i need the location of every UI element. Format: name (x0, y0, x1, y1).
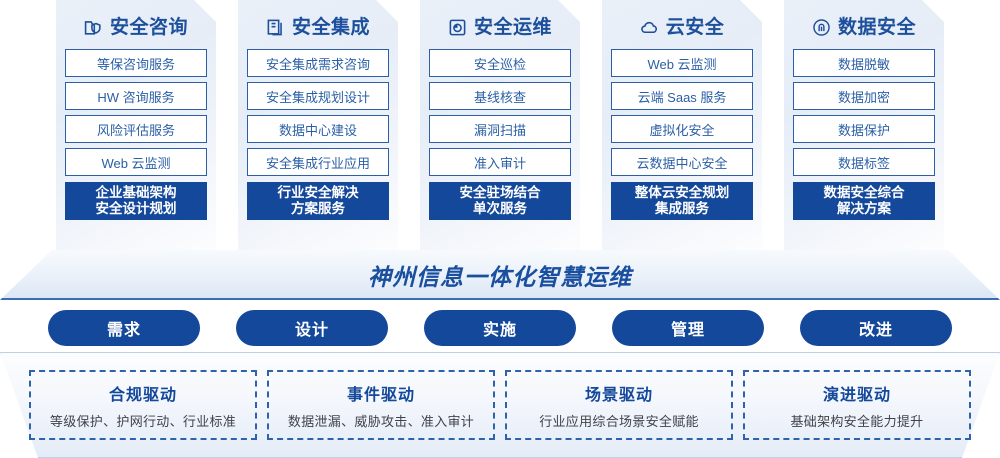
driver-description: 数据泄漏、威胁攻击、准入审计 (287, 413, 475, 429)
solution-line-2: 方案服务 (291, 201, 345, 216)
service-item[interactable]: 云端 Saas 服务 (611, 82, 753, 110)
column-security-integration: 安全集成 安全集成需求咨询 安全集成规划设计 数据中心建设 安全集成行业应用 行… (238, 0, 398, 252)
solution-line-2: 安全设计规划 (95, 201, 177, 216)
solution-line-1: 企业基础架构 (95, 185, 177, 200)
column-title: 安全运维 (473, 16, 552, 38)
column-cloud-security: 云安全 Web 云监测 云端 Saas 服务 虚拟化安全 云数据中心安全 整体云… (602, 0, 762, 252)
service-item[interactable]: 漏洞扫描 (429, 115, 571, 143)
driver-description: 行业应用综合场景安全赋能 (539, 413, 699, 429)
lifecycle-stages: 需求 设计 实施 管理 改进 (0, 310, 1000, 348)
service-item[interactable]: 准入审计 (429, 148, 571, 176)
solution-highlight[interactable]: 数据安全综合 解决方案 (793, 182, 935, 220)
stage-pill-management[interactable]: 管理 (612, 310, 764, 346)
documents-stack-icon (266, 18, 285, 37)
banner-title: 神州信息一体化智慧运维 (368, 264, 632, 290)
driver-title: 场景驱动 (584, 386, 653, 404)
column-header: 安全运维 (448, 10, 552, 44)
solution-highlight[interactable]: 安全驻场结合 单次服务 (429, 182, 571, 220)
service-item[interactable]: 虚拟化安全 (611, 115, 753, 143)
solution-line-2: 集成服务 (655, 201, 709, 216)
solution-line-2: 单次服务 (473, 201, 527, 216)
service-item[interactable]: Web 云监测 (611, 49, 753, 77)
service-item[interactable]: 数据标签 (793, 148, 935, 176)
column-title: 云安全 (665, 16, 725, 38)
drivers-section: 合规驱动 等级保护、护网行动、行业标准 事件驱动 数据泄漏、威胁攻击、准入审计 … (0, 352, 1000, 458)
service-item[interactable]: 数据中心建设 (247, 115, 389, 143)
service-item[interactable]: 等保咨询服务 (65, 49, 207, 77)
driver-incident[interactable]: 事件驱动 数据泄漏、威胁攻击、准入审计 (267, 370, 495, 440)
service-item[interactable]: 基线核查 (429, 82, 571, 110)
solution-line-1: 行业安全解决 (277, 185, 359, 200)
service-item[interactable]: 安全集成行业应用 (247, 148, 389, 176)
fingerprint-icon (812, 18, 831, 37)
column-title: 安全集成 (291, 16, 370, 38)
column-header: 安全咨询 (84, 10, 188, 44)
driver-evolution[interactable]: 演进驱动 基础架构安全能力提升 (743, 370, 971, 440)
monitor-chart-icon (448, 18, 467, 37)
column-security-operations: 安全运维 安全巡检 基线核查 漏洞扫描 准入审计 安全驻场结合 单次服务 (420, 0, 580, 252)
solution-line-1: 安全驻场结合 (459, 185, 541, 200)
driver-title: 事件驱动 (346, 386, 415, 404)
stage-pill-implementation[interactable]: 实施 (424, 310, 576, 346)
driver-title: 合规驱动 (108, 386, 177, 404)
service-item[interactable]: 安全集成规划设计 (247, 82, 389, 110)
stage-pill-requirements[interactable]: 需求 (48, 310, 200, 346)
column-security-consulting: 安全咨询 等保咨询服务 HW 咨询服务 风险评估服务 Web 云监测 企业基础架… (56, 0, 216, 252)
service-item[interactable]: 安全巡检 (429, 49, 571, 77)
platform-banner: 神州信息一体化智慧运维 (0, 250, 1000, 300)
cloud-icon (640, 18, 659, 37)
solution-line-1: 整体云安全规划 (634, 185, 730, 200)
column-title: 安全咨询 (109, 16, 188, 38)
driver-title: 演进驱动 (822, 386, 891, 404)
column-data-security: 数据安全 数据脱敏 数据加密 数据保护 数据标签 数据安全综合 解决方案 (784, 0, 944, 252)
service-item[interactable]: 安全集成需求咨询 (247, 49, 389, 77)
solution-line-1: 数据安全综合 (823, 185, 905, 200)
solution-highlight[interactable]: 企业基础架构 安全设计规划 (65, 182, 207, 220)
solution-highlight[interactable]: 行业安全解决 方案服务 (247, 182, 389, 220)
service-item[interactable]: 数据保护 (793, 115, 935, 143)
banner-shape (0, 250, 1000, 300)
service-item[interactable]: 数据加密 (793, 82, 935, 110)
column-header: 安全集成 (266, 10, 370, 44)
solution-highlight[interactable]: 整体云安全规划 集成服务 (611, 182, 753, 220)
driver-description: 等级保护、护网行动、行业标准 (49, 413, 237, 429)
service-item[interactable]: Web 云监测 (65, 148, 207, 176)
service-item[interactable]: HW 咨询服务 (65, 82, 207, 110)
folder-shield-icon (84, 18, 103, 37)
column-header: 云安全 (640, 10, 725, 44)
service-item[interactable]: 云数据中心安全 (611, 148, 753, 176)
stage-pill-improvement[interactable]: 改进 (800, 310, 952, 346)
drivers-list: 合规驱动 等级保护、护网行动、行业标准 事件驱动 数据泄漏、威胁攻击、准入审计 … (0, 352, 1000, 458)
service-item[interactable]: 风险评估服务 (65, 115, 207, 143)
stage-pill-design[interactable]: 设计 (236, 310, 388, 346)
solution-line-2: 解决方案 (837, 201, 891, 216)
service-item[interactable]: 数据脱敏 (793, 49, 935, 77)
column-header: 数据安全 (812, 10, 916, 44)
column-title: 数据安全 (837, 16, 916, 38)
driver-scenario[interactable]: 场景驱动 行业应用综合场景安全赋能 (505, 370, 733, 440)
driver-compliance[interactable]: 合规驱动 等级保护、护网行动、行业标准 (29, 370, 257, 440)
driver-description: 基础架构安全能力提升 (790, 413, 924, 429)
capability-columns: 安全咨询 等保咨询服务 HW 咨询服务 风险评估服务 Web 云监测 企业基础架… (0, 0, 1000, 252)
